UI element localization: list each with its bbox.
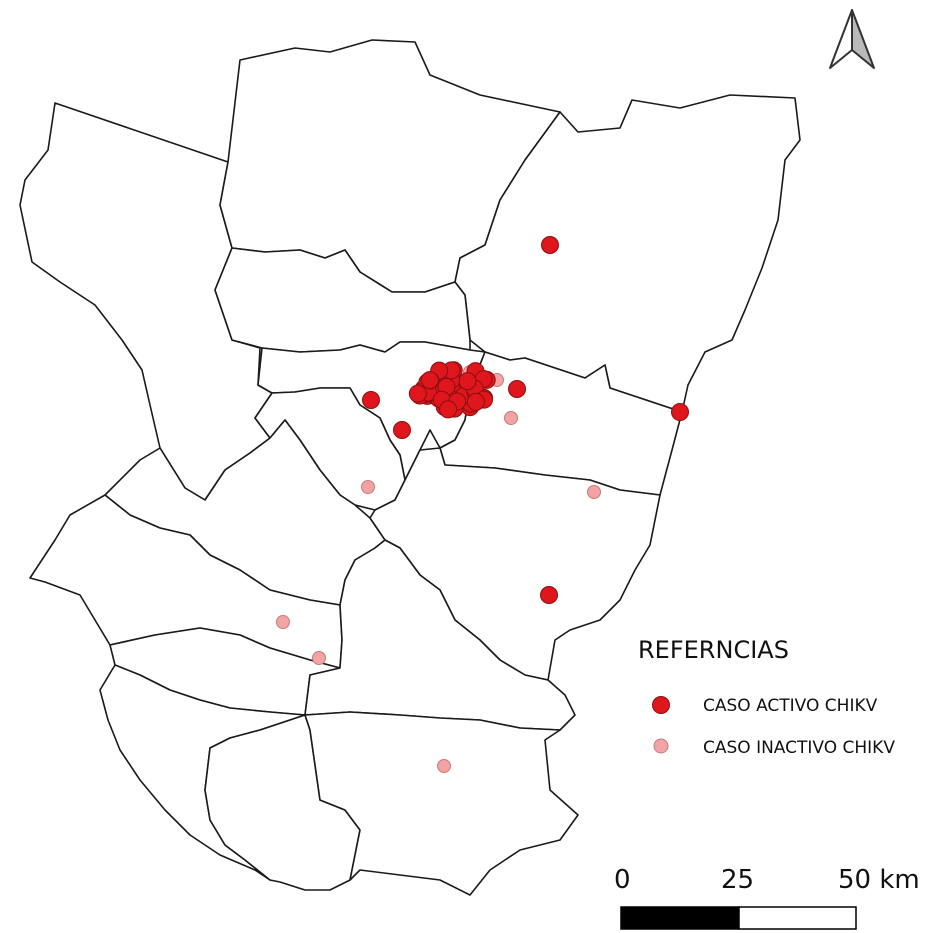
inactive-case-point [361, 480, 375, 494]
inactive-case-point [276, 615, 290, 629]
legend-inactive-label: CASO INACTIVO CHIKV [703, 738, 895, 758]
active-case-point [408, 384, 427, 403]
active-case-point [466, 392, 485, 411]
active-case-point [362, 391, 380, 409]
active-case-point [508, 380, 526, 398]
scale-label-0: 0 [614, 865, 631, 895]
inactive-case-point [504, 411, 518, 425]
scale-bar-black-segment [620, 906, 740, 930]
legend-title: REFERNCIAS [638, 636, 789, 664]
north-arrow-icon [829, 9, 875, 69]
scale-label-25: 25 [721, 865, 754, 895]
active-case-points [362, 236, 689, 604]
active-case-point [458, 372, 477, 391]
legend-active-swatch [652, 696, 670, 714]
inactive-case-point [312, 651, 326, 665]
active-case-point [420, 371, 439, 390]
active-case-point [540, 586, 558, 604]
scale-bar-white-segment [738, 906, 857, 930]
legend-inactive-swatch [653, 738, 669, 754]
scale-bar: 0 25 50 km [614, 865, 920, 930]
department-boundaries [19, 39, 801, 896]
active-case-point [541, 236, 559, 254]
active-case-point [393, 421, 411, 439]
active-case-point [439, 400, 458, 419]
inactive-case-point [437, 759, 451, 773]
legend-active-label: CASO ACTIVO CHIKV [703, 696, 878, 716]
inactive-case-point [587, 485, 601, 499]
legend: REFERNCIAS CASO ACTIVO CHIKV CASO INACTI… [638, 636, 895, 758]
active-case-point [671, 403, 689, 421]
scale-label-50: 50 km [838, 865, 920, 895]
department-south [304, 711, 579, 896]
